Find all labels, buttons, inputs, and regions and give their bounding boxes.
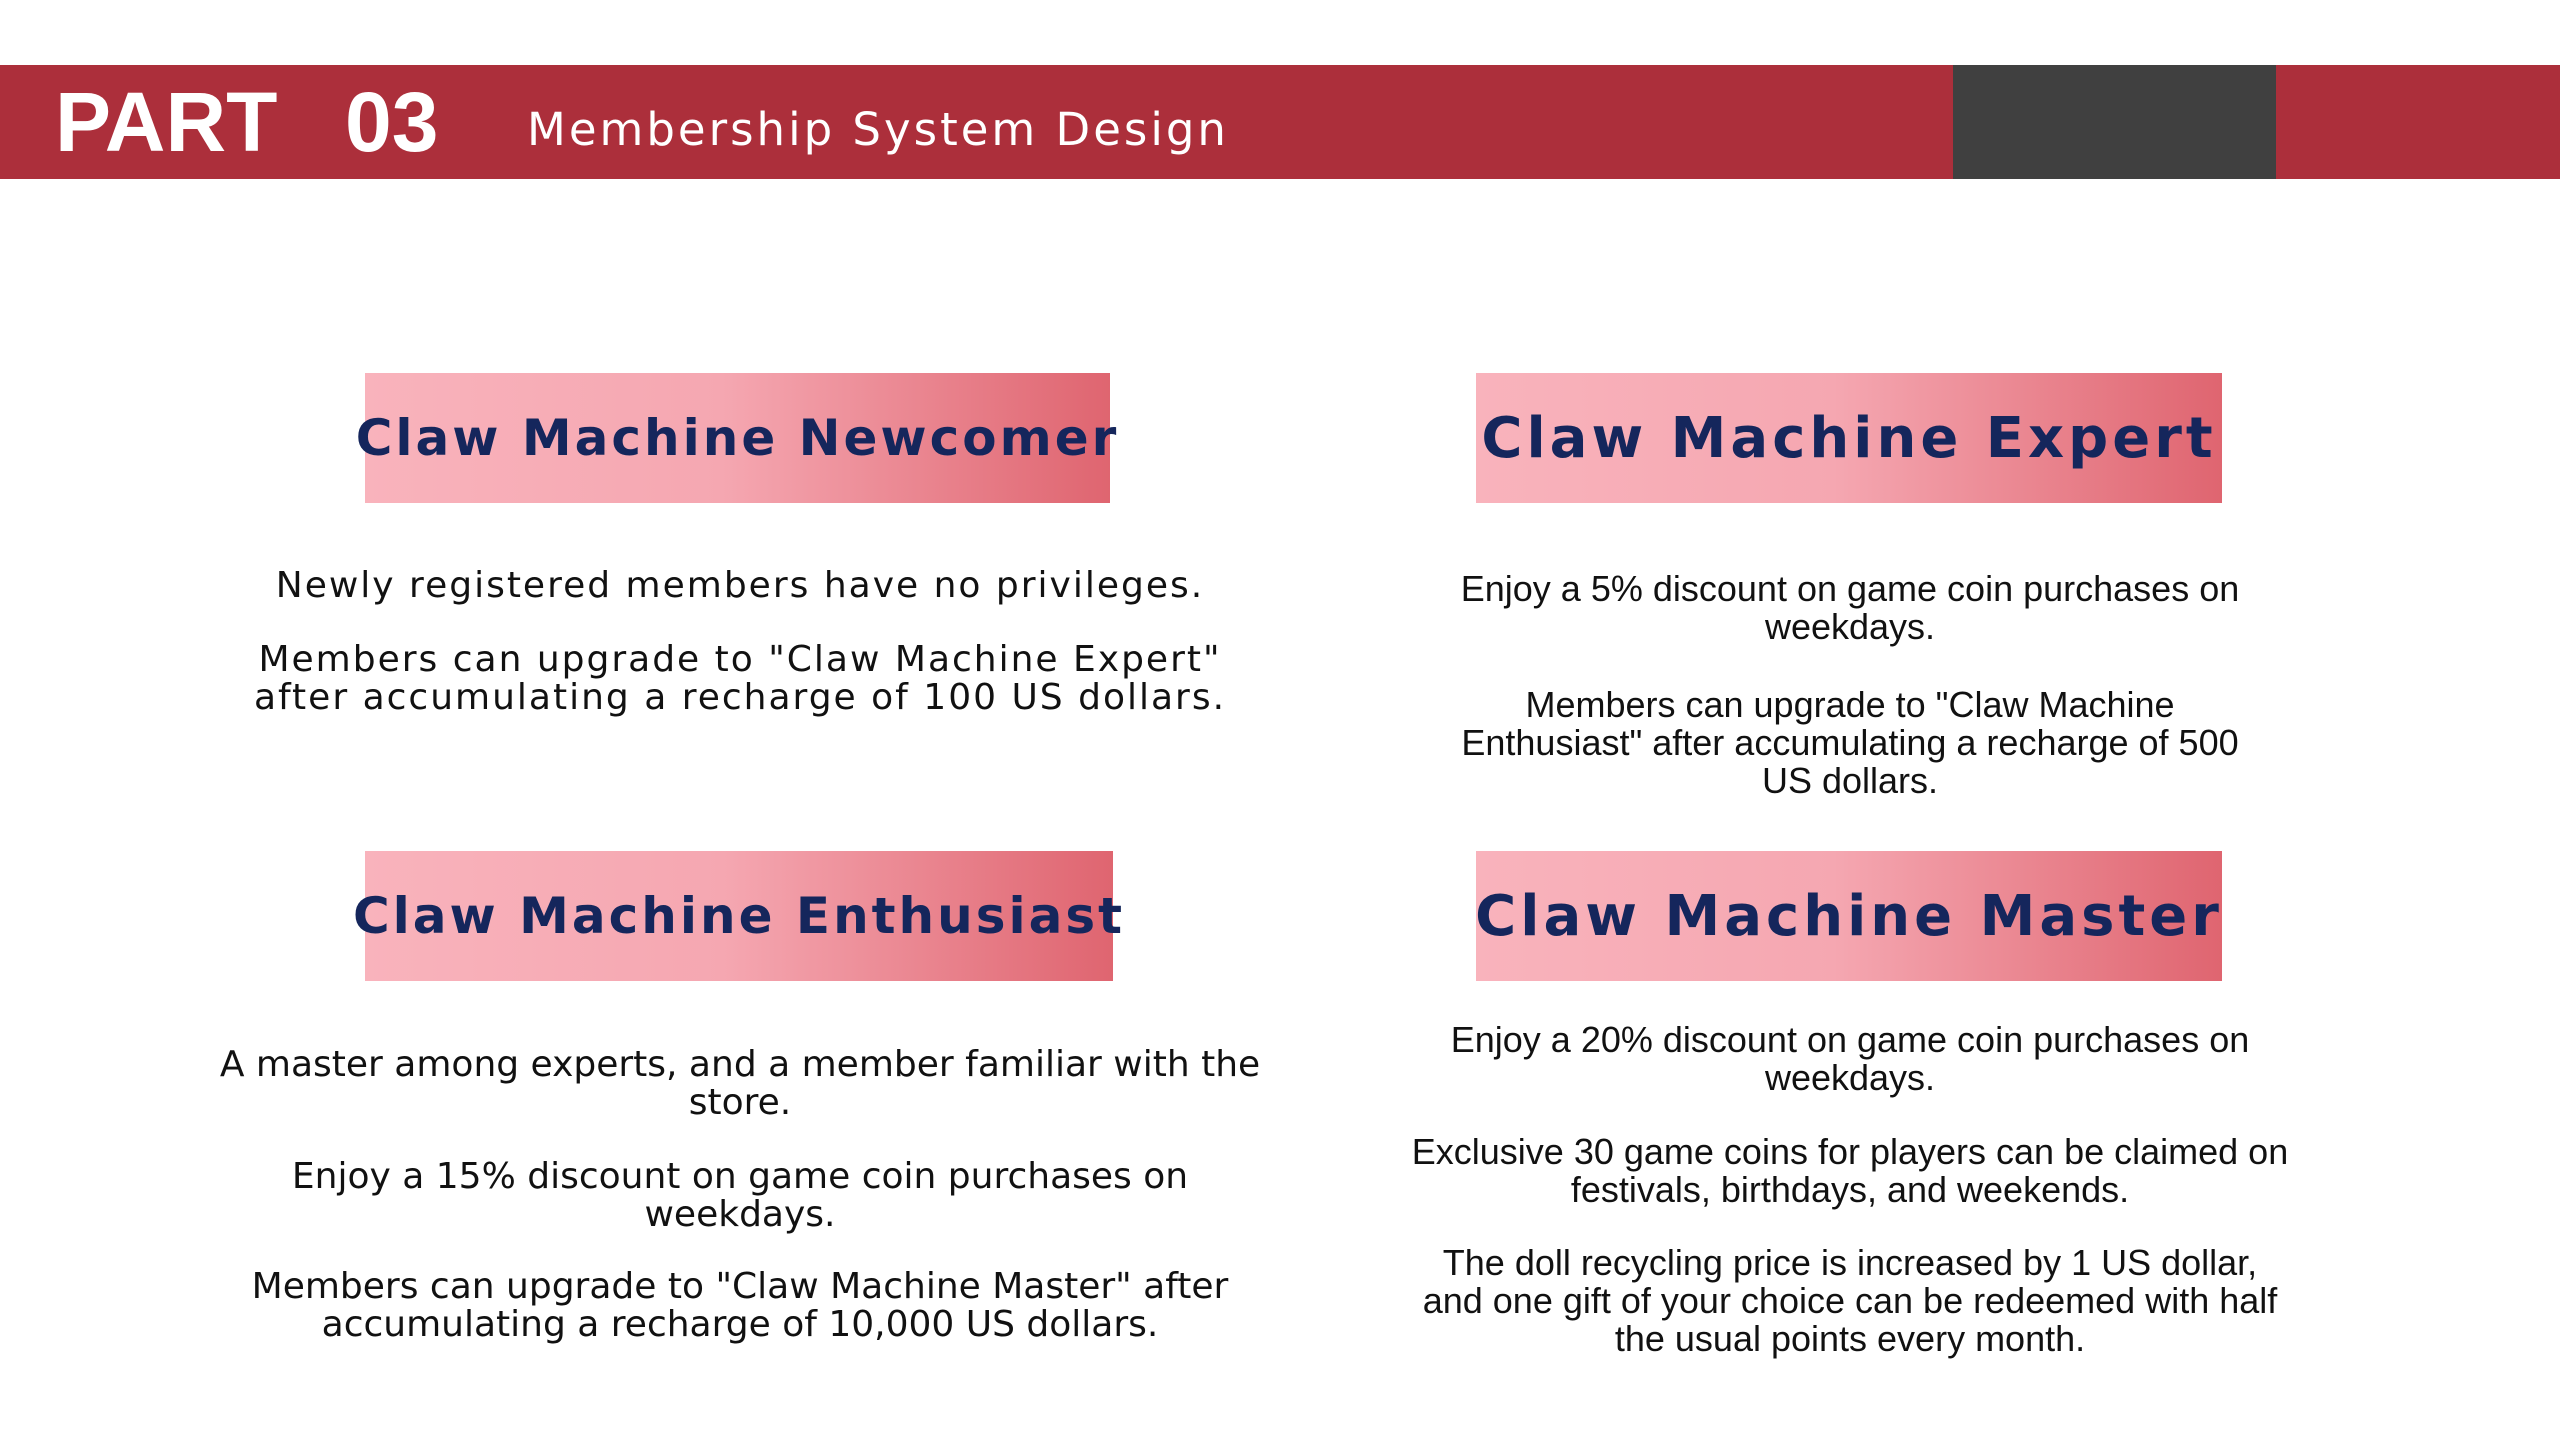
tier-enthusiast-line-1: A master among experts, and a member fam…: [219, 1044, 1261, 1123]
tier-expert-line-1: Enjoy a 5% discount on game coin purchas…: [1460, 568, 2240, 647]
banner-accent-block: [1953, 65, 2276, 179]
part-label: PART: [55, 75, 278, 169]
tier-newcomer-description: Newly registered members have no privile…: [180, 567, 1300, 717]
tier-expert-box: Claw Machine Expert: [1476, 373, 2222, 503]
tier-enthusiast-description: A master among experts, and a member fam…: [210, 1046, 1270, 1344]
tier-master-box: Claw Machine Master: [1475, 851, 2223, 981]
tier-expert-title: Claw Machine Expert: [1481, 405, 2217, 471]
tier-expert-description: Enjoy a 5% discount on game coin purchas…: [1420, 570, 2280, 800]
tier-enthusiast-box: Claw Machine Enthusiast: [353, 851, 1122, 981]
tier-master-line-1: Enjoy a 20% discount on game coin purcha…: [1450, 1019, 2250, 1098]
tier-master-title: Claw Machine Master: [1475, 883, 2223, 949]
tier-master-description: Enjoy a 20% discount on game coin purcha…: [1410, 1021, 2290, 1358]
tier-newcomer-line-2: Members can upgrade to "Claw Machine Exp…: [253, 639, 1227, 718]
header-banner: PART 03 Membership System Design: [0, 65, 2560, 179]
tier-enthusiast-title: Claw Machine Enthusiast: [352, 887, 1126, 945]
tier-master-line-2: Exclusive 30 game coins for players can …: [1411, 1131, 2289, 1210]
tier-newcomer-box: Claw Machine Newcomer: [356, 373, 1116, 503]
tier-expert-line-2: Members can upgrade to "Claw Machine Ent…: [1461, 684, 2239, 801]
tier-newcomer-line-1: Newly registered members have no privile…: [275, 565, 1205, 606]
section-title: Membership System Design: [527, 103, 1229, 156]
tier-enthusiast-line-2: Enjoy a 15% discount on game coin purcha…: [291, 1156, 1189, 1235]
part-number: 03: [345, 75, 439, 169]
tier-master-line-3: The doll recycling price is increased by…: [1422, 1242, 2278, 1359]
tier-enthusiast-line-3: Members can upgrade to "Claw Machine Mas…: [251, 1266, 1229, 1345]
tier-newcomer-title: Claw Machine Newcomer: [355, 409, 1120, 467]
